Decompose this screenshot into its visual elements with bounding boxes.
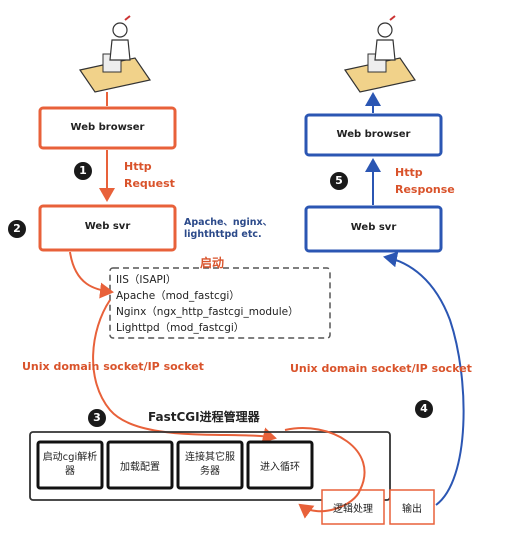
process-step-1-label: 启动cgi解析器 [42,452,98,477]
http-request-label-2: Request [124,177,175,190]
launch-label: 启动 [200,256,225,270]
step-5-badge: 5 [330,172,348,190]
http-request-label-1: Http [124,160,152,173]
fastcgi-manager-box [29,431,391,501]
step-1-badge: 1 [74,162,92,180]
left-svr-box [38,204,177,252]
process-step-2-label: 加载配置 [120,462,160,473]
process-step-3-label: 连接其它服务器 [185,452,235,477]
right-browser-label: Web browser [336,129,411,140]
launch-curve [69,251,114,299]
left-socket-label: Unix domain socket/IP socket [22,360,204,373]
right-browser-box [304,113,443,157]
http-response-label-2: Response [395,183,455,196]
fastcgi-title: FastCGI进程管理器 [148,410,260,424]
servers-note-line-2: lighthttpd etc. [184,229,262,240]
logic-label: 逻辑处理 [333,504,373,515]
left-socket-curve [92,299,277,444]
process-box-2 [106,440,174,490]
http-response-label-1: Http [395,166,423,179]
process-step-4-label: 进入循环 [260,462,300,473]
user-at-computer-icon-right [344,15,416,93]
module-lighttpd: Lighttpd（mod_fastcgi） [116,322,245,334]
right-socket-curve [383,251,465,506]
user-at-computer-icon-left [79,15,151,93]
left-browser-box [38,106,177,150]
module-iis: IIS（ISAPI） [116,274,177,286]
loop-curve [284,427,366,519]
right-svr-box [304,205,443,253]
step-4-badge: 4 [415,400,433,418]
step-2-badge: 2 [8,220,26,238]
right-socket-label: Unix domain socket/IP socket [290,362,472,375]
left-svr-label: Web svr [84,221,131,232]
module-nginx: Nginx（ngx_http_fastcgi_module） [116,306,299,318]
left-browser-label: Web browser [70,122,145,133]
module-dashed-box [109,267,331,339]
process-box-3 [176,440,244,490]
logic-box [321,489,385,525]
right-svr-label: Web svr [350,222,397,233]
process-box-4 [246,440,314,490]
servers-note-line-1: Apache、nginx、 [184,217,273,228]
module-apache: Apache（mod_fastcgi） [116,290,240,302]
output-box [389,489,435,525]
process-box-1 [36,440,104,490]
output-label: 输出 [402,504,422,515]
step-3-badge: 3 [88,409,106,427]
